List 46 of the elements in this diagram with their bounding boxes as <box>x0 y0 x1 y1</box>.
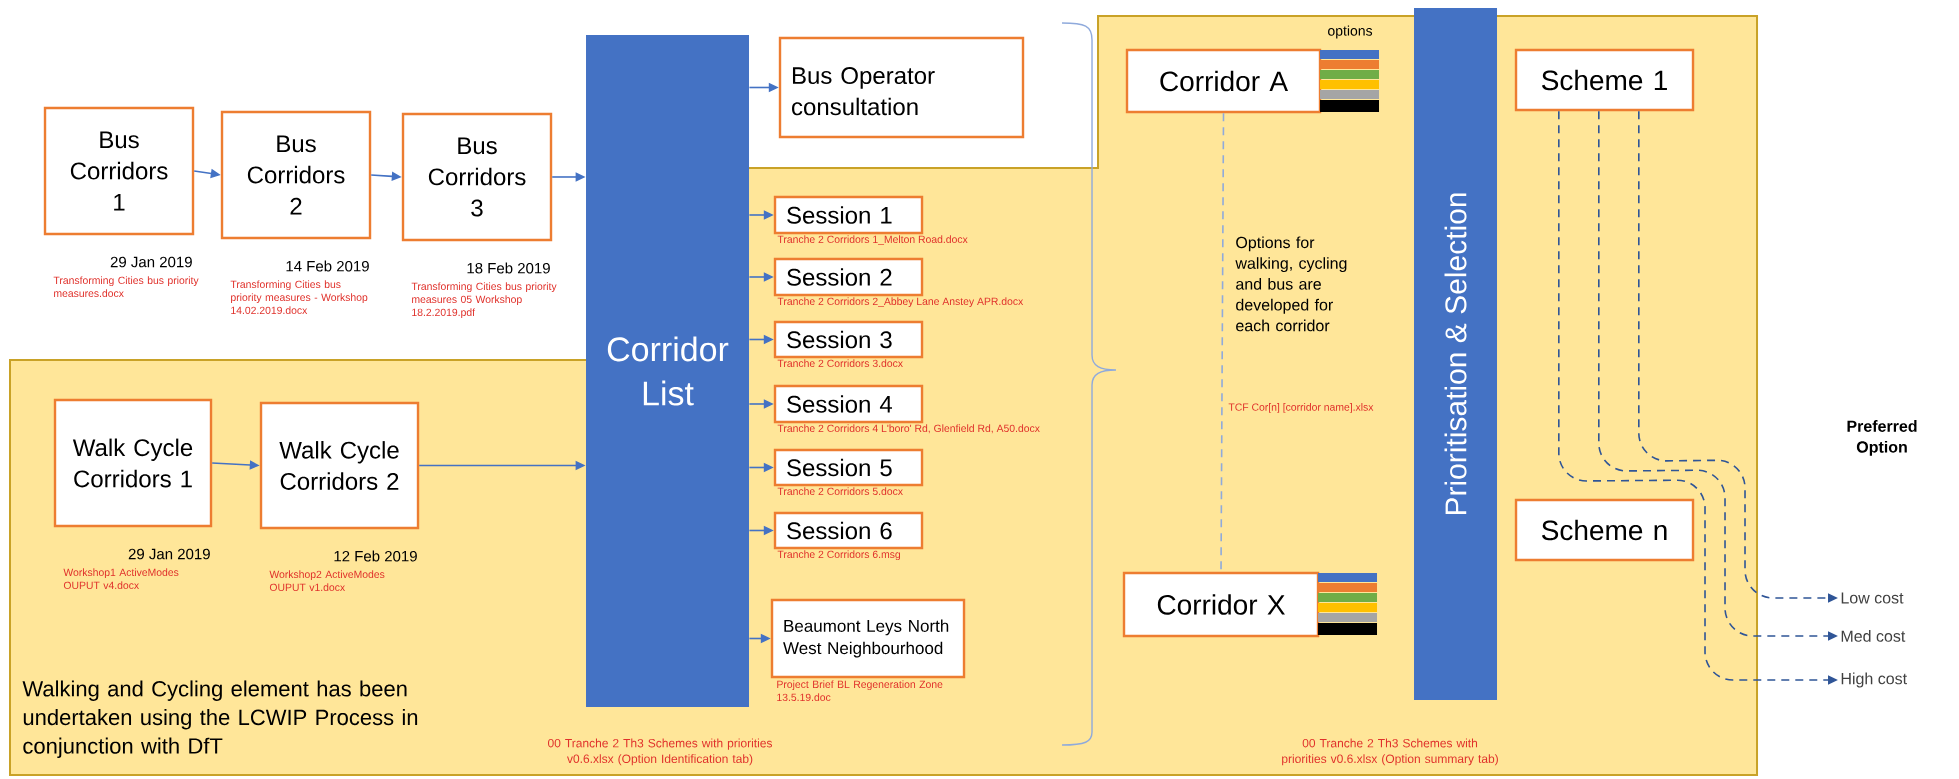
file-name: Workshop2 ActiveModes OUPUT v1.docx <box>269 570 385 591</box>
date-label: 29 Jan 2019 <box>128 548 210 560</box>
date-label: 14 Feb 2019 <box>286 260 369 272</box>
file-name: Project Brief BL Regeneration Zone 13.5.19.doc <box>777 680 943 701</box>
session-box: Session 5 <box>773 448 924 487</box>
file-name: 00 Tranche 2 Th3 Schemes with priorities v0.6.xlsx (Option summary tab) <box>1282 738 1498 766</box>
note-text: Options for walking, cycling and bus are developed for each corridor <box>1235 236 1347 332</box>
file-name: Tranche 2 Corridors 6.msg <box>777 550 900 561</box>
option-text: Low cost <box>1841 592 1904 604</box>
file-name: Tranche 2 Corridors 1_Melton Road.docx <box>777 235 968 245</box>
option-text: Med cost <box>1841 630 1906 642</box>
file-name: Tranche 2 Corridors 4 L'boro' Rd, Glenfield Rd, A50.docx <box>777 424 1040 434</box>
date-label: 18 Feb 2019 <box>467 262 550 274</box>
session-box: Session 2 <box>773 257 924 297</box>
file-name: TCF Cor[n] [corridor name].xlsx <box>1228 403 1374 413</box>
process-box: Beaumont Leys North West Neighbourhood <box>770 598 966 679</box>
session-box: Session 1 <box>773 195 924 235</box>
note-text: Walking and Cycling element has been undertaken using the LCWIP Process in conjunction with DfT <box>22 680 418 759</box>
file-name: Tranche 2 Corridors 3.docx <box>777 359 903 367</box>
file-name: Transforming Cities bus priority measures.docx <box>53 276 199 297</box>
process-box: Bus Operator consultation <box>778 36 1025 139</box>
session-box: Session 6 <box>773 511 924 550</box>
options-label: options <box>1328 25 1373 39</box>
date-label: 29 Jan 2019 <box>110 256 192 268</box>
corridor-box: Corridor X <box>1122 571 1320 638</box>
process-box: Walk Cycle Corridors 1 <box>53 398 213 528</box>
file-name: Tranche 2 Corridors 5.docx <box>777 487 903 495</box>
session-box: Session 4 <box>773 384 924 424</box>
date-label: 12 Feb 2019 <box>334 550 417 562</box>
corridor-box: Corridor A <box>1125 48 1322 114</box>
process-box: Bus Corridors 3 <box>401 112 553 242</box>
option-text: High cost <box>1841 672 1907 688</box>
scheme-box: Scheme 1 <box>1514 48 1695 112</box>
selection-bar: Prioritisation & Selection <box>1414 8 1497 700</box>
session-box: Session 3 <box>773 320 924 359</box>
heading-text: Preferred Option <box>1847 420 1917 456</box>
process-box: Bus Corridors 1 <box>43 106 195 236</box>
file-name: Transforming Cities bus priority measures 05 Workshop 18.2.2019.pdf <box>411 282 557 319</box>
process-box: Walk Cycle Corridors 2 <box>259 401 420 530</box>
file-name: Tranche 2 Corridors 2_Abbey Lane Anstey APR.docx <box>777 297 1024 308</box>
process-box: Bus Corridors 2 <box>220 110 372 240</box>
file-name: Transforming Cities bus priority measures - Workshop 14.02.2019.docx <box>230 280 368 314</box>
file-name: 00 Tranche 2 Th3 Schemes with priorities v0.6.xlsx (Option Identification tab) <box>548 738 773 766</box>
list-bar: Corridor List <box>586 35 749 707</box>
scheme-box: Scheme n <box>1514 498 1695 562</box>
file-name: Workshop1 ActiveModes OUPUT v4.docx <box>63 568 179 589</box>
